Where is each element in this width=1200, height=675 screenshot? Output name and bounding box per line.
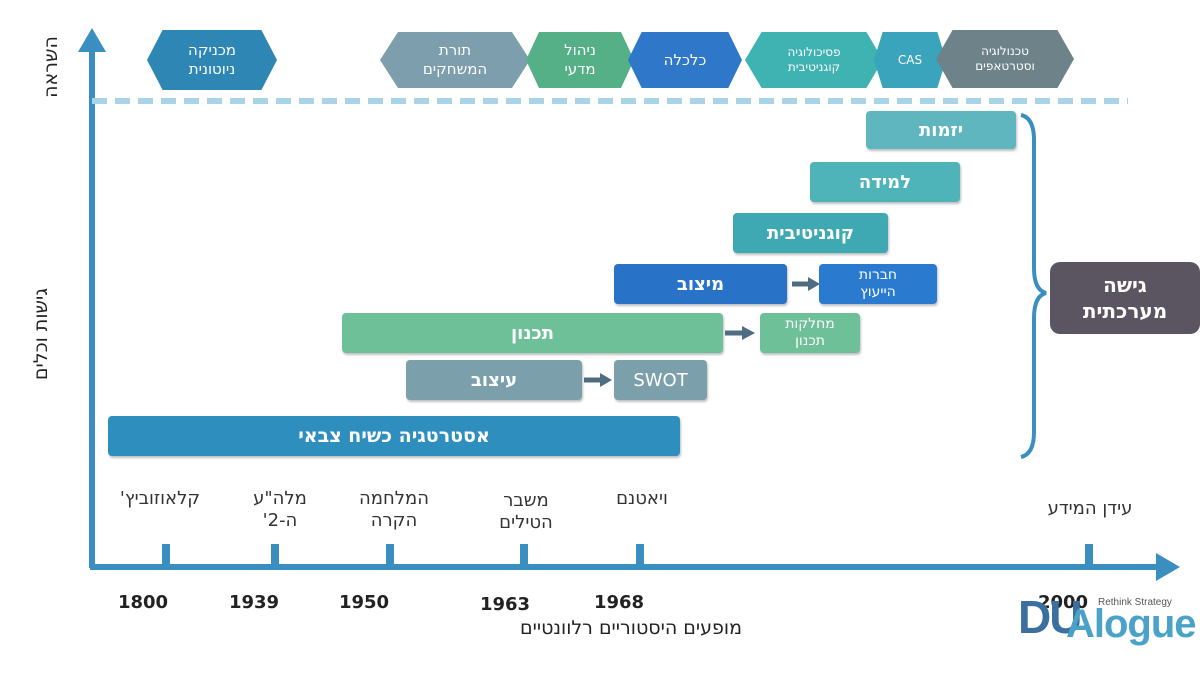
tick-1968 xyxy=(636,544,644,566)
bar-swot: SWOT xyxy=(614,360,707,400)
logo-du: DU xyxy=(1018,591,1082,643)
bar-design: עיצוב xyxy=(406,360,582,400)
logo-tagline: Rethink Strategy xyxy=(1098,597,1172,608)
event-missile-crisis: משבר הטילים xyxy=(499,490,553,533)
hex-scientific-management: ניהול מדעי xyxy=(526,32,634,88)
year-1939: 1939 xyxy=(228,592,280,613)
y-axis-label-inspiration: השראה xyxy=(39,36,62,98)
bar-learning: למידה xyxy=(810,162,960,202)
tick-1939 xyxy=(271,544,279,566)
year-2000: 2000 xyxy=(1037,592,1089,613)
year-1800: 1800 xyxy=(117,592,169,613)
hex-newtonian-mechanics: מכניקה ניוטונית xyxy=(147,30,277,90)
year-1968: 1968 xyxy=(593,592,645,613)
bar-entrepreneurship: יזמות xyxy=(866,111,1016,149)
y-axis-label-tools: גישות וכלים xyxy=(30,287,53,381)
event-cold-war: המלחמה הקרה xyxy=(359,488,429,531)
y-axis-arrowhead xyxy=(78,28,106,52)
year-1963: 1963 xyxy=(479,594,531,615)
tick-1950 xyxy=(386,544,394,566)
hex-cas: CAS xyxy=(874,32,946,88)
tick-1963 xyxy=(520,544,528,566)
bar-cognitive: קוגניטיבית xyxy=(733,213,888,253)
event-clausewitz: קלאוזוביץ' xyxy=(119,488,201,509)
bar-planning-departments: מחלקות תכנון xyxy=(760,313,860,353)
hex-game-theory: תורת המשחקים xyxy=(380,32,530,88)
event-ww2: מלה"ע ה-2' xyxy=(253,488,307,531)
systemic-approach-box: גישה מערכתית xyxy=(1050,262,1200,334)
bar-planning: תכנון xyxy=(342,313,723,353)
bar-military-strategy: אסטרטגיה כשיח צבאי xyxy=(108,416,680,456)
hex-economics: כלכלה xyxy=(628,32,742,88)
tick-1800 xyxy=(162,544,170,566)
event-information-age: עידן המידע xyxy=(1047,498,1133,519)
event-vietnam: ויאטנם xyxy=(616,488,668,509)
year-1950: 1950 xyxy=(338,592,390,613)
x-axis-label: מופעים היסטוריים רלוונטיים xyxy=(520,617,743,639)
tick-2000 xyxy=(1085,544,1093,566)
systemic-brace xyxy=(1020,113,1047,459)
logo-alogue: Alogue xyxy=(1066,602,1197,646)
hex-cognitive-psychology: פסיכולוגיה קוגניטיבית xyxy=(745,32,883,88)
hex-technology-startups: טכנולוגיה וסטרטאפים xyxy=(936,30,1074,88)
bar-positioning: מיצוב xyxy=(614,264,787,304)
x-axis-arrowhead xyxy=(1156,553,1180,581)
bar-consulting-firms: חברות הייעוץ xyxy=(819,264,937,304)
